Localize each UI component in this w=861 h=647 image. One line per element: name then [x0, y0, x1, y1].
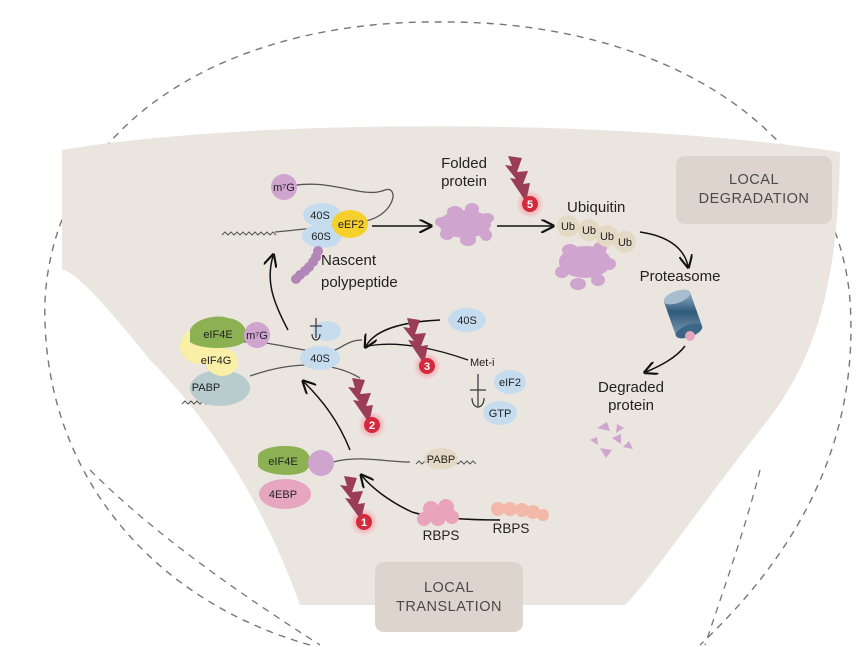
eif4e-label-bottom: eIF4E — [268, 456, 297, 468]
marker-5: 5 — [527, 199, 533, 211]
pabp-bottom — [424, 448, 458, 470]
free-40s-label: 40S — [457, 315, 477, 327]
ribosome-60s-label-top: 60S — [311, 231, 331, 243]
regulation-bolt-3: 3 — [403, 318, 444, 383]
met-i-label: Met-i — [470, 357, 494, 369]
marker-2: 2 — [369, 420, 375, 432]
eif2-label: eIF2 — [499, 377, 521, 389]
eif4g-label: eIF4G — [201, 355, 232, 367]
four-ebp — [259, 479, 311, 509]
initiator-blob — [313, 321, 341, 341]
ub-label-3: Ub — [600, 231, 614, 243]
arrow-initiation-to-elongation — [270, 256, 289, 331]
degraded-label-line1: Degraded — [598, 379, 664, 396]
rbps-left — [417, 499, 459, 526]
pabp-label-bottom: PABP — [427, 454, 456, 466]
pabp-label-middle: PABP — [192, 382, 221, 394]
ribosome-40s-label-top: 40S — [310, 210, 330, 222]
arrow-to-proteasome — [639, 231, 688, 266]
eef2-label: eEF2 — [338, 219, 364, 231]
rbps-label-left: RBPS — [423, 528, 460, 543]
nascent-label-line2: polypeptide — [321, 274, 398, 291]
folded-label-line2: protein — [441, 173, 487, 190]
folded-protein-shape — [435, 203, 494, 246]
poly-a-tail-top — [221, 231, 277, 236]
regulation-bolt-2: 2 — [348, 378, 389, 442]
gtp-label: GTP — [489, 408, 512, 420]
ubiquitinated-protein-shape — [555, 242, 616, 290]
local-degradation-box: LOCAL DEGRADATION — [676, 156, 832, 224]
ubiquitin-chain — [557, 215, 636, 253]
branch-outline-right — [704, 469, 761, 646]
local-region — [62, 126, 840, 605]
rbps-right — [491, 502, 549, 521]
rbps-label-right: RBPS — [493, 521, 530, 536]
proteasome-barrel — [663, 289, 703, 341]
marker-3: 3 — [424, 361, 430, 373]
ribosome-60s-top — [302, 224, 342, 248]
four-ebp-label: 4EBP — [269, 489, 297, 501]
gtp-factor — [483, 401, 517, 425]
arrow-rbps — [362, 476, 501, 521]
ribosome-40s-label-middle: 40S — [310, 353, 330, 365]
nascent-label-line1: Nascent — [321, 252, 377, 269]
mrna-bottom — [332, 458, 411, 463]
arrow-to-degraded — [646, 345, 686, 372]
ub-label-1: Ub — [561, 221, 575, 233]
cap-m7g-middle — [244, 322, 270, 348]
regulation-bolt-1: 1 — [340, 476, 381, 539]
ribosome-40s-middle — [300, 346, 340, 370]
cell-outline — [44, 21, 852, 646]
marker-1: 1 — [361, 517, 367, 529]
cap-bottom — [308, 450, 334, 476]
local-degradation-line2: DEGRADATION — [699, 191, 810, 207]
local-translation-box: LOCAL TRANSLATION — [375, 562, 523, 632]
arrow-repressed-to-initiation — [304, 382, 351, 451]
eif4e-middle — [190, 316, 247, 348]
nascent-polypeptide-chain — [291, 246, 323, 284]
eif4e-label-middle: eIF4E — [203, 329, 232, 341]
degraded-label-line2: protein — [608, 397, 654, 414]
local-translation-line2: TRANSLATION — [396, 599, 502, 615]
trna-middle — [310, 318, 322, 341]
m7g-label-middle: m⁷G — [246, 330, 268, 342]
arrow-40s-recruit — [366, 319, 441, 346]
ub-label-2: Ub — [582, 225, 596, 237]
m7g-label-top: m⁷G — [273, 182, 295, 194]
degraded-fragments — [590, 422, 633, 458]
eif4g-part-b — [206, 348, 238, 376]
local-degradation-line1: LOCAL — [729, 172, 779, 188]
ribosome-40s-top — [303, 203, 341, 227]
ub-label-4: Ub — [618, 237, 632, 249]
trna-ternary — [470, 374, 486, 408]
folded-label-line1: Folded — [441, 155, 487, 172]
eif2-factor — [494, 370, 526, 394]
eef2-factor — [332, 210, 368, 238]
proteasome-label: Proteasome — [640, 268, 721, 285]
regulation-bolt-5: 5 — [505, 156, 547, 221]
cap-m7g-top — [271, 174, 297, 200]
free-40s — [448, 308, 486, 332]
eif4e-bottom — [258, 446, 311, 475]
pabp-middle — [190, 370, 250, 406]
local-translation-line1: LOCAL — [424, 580, 474, 596]
ubiquitin-label: Ubiquitin — [567, 199, 625, 216]
